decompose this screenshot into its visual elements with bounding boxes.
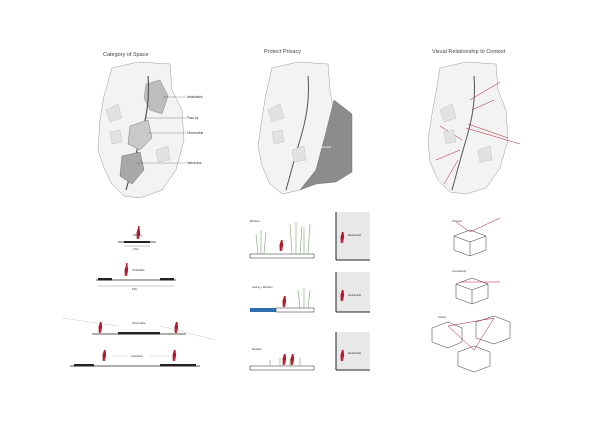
label-outward: Outward: [452, 219, 462, 223]
relation-constrained: Constrained: [452, 269, 500, 305]
privacy-section-setting-bamboo: Setting + Bamboo Residential: [250, 272, 370, 313]
label-setting-residential: Residential: [348, 293, 361, 297]
path-2: [285, 75, 309, 191]
label-bamboo-residential: Residential: [348, 233, 361, 237]
label-observable-section: Observable: [132, 321, 146, 325]
person-figure: [340, 290, 345, 301]
person-figure: [102, 350, 107, 361]
person-figure: [124, 265, 129, 276]
bamboo-plants: [255, 222, 311, 255]
bamboo-plants: [297, 288, 311, 309]
panel-title-category: Category of Space: [103, 52, 149, 58]
person-figure: [340, 350, 345, 361]
dim-pass-by: 4.5m: [133, 247, 139, 251]
dim-inhabitable: 8.5m: [132, 287, 138, 291]
relation-inward: Inward: [431, 315, 511, 373]
label-meadow-residential: Residential: [348, 351, 361, 355]
person-figure: [282, 354, 287, 365]
label-inward: Inward: [438, 315, 446, 319]
block-volume: [453, 229, 487, 257]
meadow-plants: [269, 358, 301, 366]
label-interactive: Interactive: [187, 161, 202, 165]
label-observable: Observable: [187, 131, 204, 135]
person-figure: [340, 232, 345, 243]
site-detail-2: [267, 103, 307, 163]
label-interactive-section: Interactive: [131, 354, 144, 358]
person-figure: [282, 296, 287, 307]
panel-title-visual: Visual Relationship to Context: [432, 49, 506, 55]
interactive-zone: [119, 151, 145, 185]
person-figure: [136, 228, 141, 239]
privacy-section-bamboo: Bamboo Residential: [249, 212, 370, 261]
block-volume: [455, 277, 489, 305]
section-pass-by: Pass by 4.5m: [118, 226, 156, 251]
label-pass-by-section: Pass by: [133, 233, 143, 237]
section-observable: Observable: [61, 317, 217, 341]
person-figure: [279, 240, 284, 251]
block-volume: [457, 345, 491, 373]
panel-title-privacy: Protect Privacy: [264, 49, 301, 55]
site-outline-3: [427, 61, 509, 195]
section-interactive: Interactive: [70, 350, 200, 367]
block-volume: [475, 315, 511, 345]
label-constrained: Constrained: [452, 269, 467, 273]
label-bamboo: Bamboo: [250, 219, 260, 223]
person-figure: [172, 350, 177, 361]
label-residential-map: Residential: [318, 145, 331, 149]
path-3: [451, 75, 475, 191]
residential-zone: [299, 99, 353, 191]
sightlines: [447, 317, 495, 351]
person-figure: [98, 322, 103, 333]
person-figure: [290, 354, 295, 365]
site-detail: [105, 103, 171, 163]
label-meadow: Meadow: [252, 347, 262, 351]
section-inhabitable: Inhabitable 8.5m: [96, 263, 176, 291]
relation-outward: Outward: [452, 217, 501, 257]
label-inhabitable-section: Inhabitable: [132, 268, 145, 272]
block-volume: [431, 321, 463, 349]
privacy-section-meadow: Meadow Residential: [249, 332, 370, 371]
label-pass-by: Pass by: [187, 116, 199, 120]
label-setting-bamboo: Setting + Bamboo: [252, 285, 273, 289]
site-detail-3: [439, 103, 493, 163]
label-inhabitable: Inhabitable: [187, 95, 203, 99]
observable-zone: [127, 119, 153, 151]
inhabitable-zone: [143, 79, 169, 115]
